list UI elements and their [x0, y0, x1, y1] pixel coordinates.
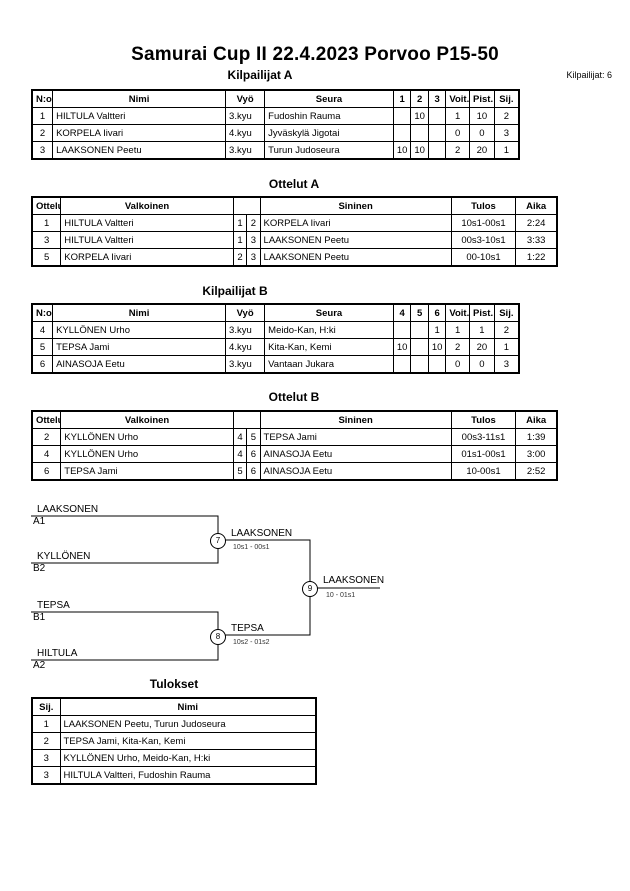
semi2-score: 10s2 - 01s2 — [233, 639, 270, 646]
cell: Vantaan Jukara — [264, 355, 394, 374]
cell: 2 — [31, 732, 61, 750]
cell: 6 — [31, 462, 62, 481]
bracket-entry-name: HILTULA — [37, 648, 78, 659]
cell: 3 — [246, 231, 261, 249]
table-row: 6 TEPSA Jami 5 6 AINASOJA Eetu 10-00s1 2… — [31, 462, 558, 481]
cell: 1 — [493, 141, 520, 160]
results-title: Tulokset — [149, 677, 199, 691]
cell: Kita-Kan, Kemi — [264, 338, 394, 356]
page-title: Samurai Cup II 22.4.2023 Porvoo P15-50 — [131, 44, 499, 65]
table-row: 6 AINASOJA Eetu 3.kyu Vantaan Jukara 0 0… — [31, 355, 520, 374]
semi2-winner: TEPSA — [231, 623, 264, 634]
table-row: 2 TEPSA Jami, Kita-Kan, Kemi — [31, 732, 317, 750]
cell: 3.kyu — [225, 141, 266, 160]
cell: 1 — [31, 715, 61, 733]
table-row: 4 KYLLÖNEN Urho 4 6 AINASOJA Eetu 01s1-0… — [31, 445, 558, 463]
final-score: 10 - 01s1 — [326, 592, 356, 599]
cell: 6 — [246, 445, 261, 463]
cell: 1:22 — [515, 248, 558, 267]
col-header: Nimi — [59, 697, 317, 716]
cell: 0 — [445, 355, 471, 374]
cell: KYLLÖNEN Urho, Meido-Kan, H:ki — [59, 749, 317, 767]
cell: 1 — [493, 338, 520, 356]
bracket-entry-pos: B1 — [33, 612, 46, 623]
cell: 00-10s1 — [450, 248, 517, 267]
cell: 3 — [493, 124, 520, 142]
cell: AINASOJA Eetu — [52, 355, 227, 374]
cell: 2:52 — [515, 462, 558, 481]
bracket-entry-name: KYLLÖNEN — [37, 551, 91, 562]
table-row: 3 HILTULA Valtteri, Fudoshin Rauma — [31, 766, 317, 785]
cell: 20 — [469, 141, 495, 160]
bracket-entry-pos: B2 — [33, 563, 46, 574]
table-row: 3 KYLLÖNEN Urho, Meido-Kan, H:ki — [31, 749, 317, 767]
table-row: 2 KYLLÖNEN Urho 4 5 TEPSA Jami 00s3-11s1… — [31, 428, 558, 446]
bracket-entry-name: LAAKSONEN — [37, 504, 99, 515]
col-header: Sij. — [31, 697, 61, 716]
results-table: Sij. Nimi 1 LAAKSONEN Peetu, Turun Judos… — [31, 697, 317, 785]
matches-b-table: Ottelu Valkoinen Sininen Tulos Aika 2 KY… — [31, 410, 558, 481]
competitors-count: Kilpailijat: 6 — [566, 70, 612, 80]
bracket-entry-pos: A2 — [33, 660, 46, 671]
cell: 3:00 — [515, 445, 558, 463]
bracket-entry-pos: A1 — [33, 516, 46, 527]
cell: 3 — [493, 355, 520, 374]
cell: 0 — [445, 124, 471, 142]
cell: 2 — [31, 124, 54, 142]
table-row: 5 KORPELA Iivari 2 3 LAAKSONEN Peetu 00-… — [31, 248, 558, 267]
cell: 3 — [246, 248, 261, 267]
cell: 3 — [31, 749, 61, 767]
table-row: 1 HILTULA Valtteri 3.kyu Fudoshin Rauma … — [31, 107, 520, 125]
cell: 4.kyu — [225, 338, 266, 356]
pool-a-title: Kilpailijat A — [227, 68, 293, 82]
cell: 5 — [232, 462, 248, 481]
semi1-winner: LAAKSONEN — [231, 528, 293, 539]
cell: AINASOJA Eetu — [259, 445, 452, 463]
table-row: 3 LAAKSONEN Peetu 3.kyu Turun Judoseura … — [31, 141, 520, 160]
cell: LAAKSONEN Peetu — [259, 231, 452, 249]
cell: 3 — [31, 231, 62, 249]
cell: KYLLÖNEN Urho — [60, 445, 234, 463]
cell: 01s1-00s1 — [450, 445, 517, 463]
cell: 3.kyu — [225, 355, 266, 374]
pool-a-table: N:o Nimi Vyö Seura 1 2 3 Voit. Pist. Sij… — [31, 89, 520, 160]
semi1-score: 10s1 - 00s1 — [233, 544, 270, 551]
cell: AINASOJA Eetu — [259, 462, 452, 481]
cell: Turun Judoseura — [264, 141, 394, 160]
table-row: 1 LAAKSONEN Peetu, Turun Judoseura — [31, 715, 317, 733]
matches-a-title: Ottelut A — [268, 177, 320, 191]
cell: 0 — [469, 124, 495, 142]
cell: HILTULA Valtteri, Fudoshin Rauma — [59, 766, 317, 785]
cell: 3 — [31, 766, 61, 785]
cell: 3:33 — [515, 231, 558, 249]
match-node: 9 — [302, 581, 318, 597]
cell: 3 — [31, 141, 54, 160]
cell: 6 — [246, 462, 261, 481]
table-header-row: Sij. Nimi — [31, 697, 317, 716]
pool-b-title: Kilpailijat B — [202, 284, 268, 298]
final-winner: LAAKSONEN — [323, 575, 385, 586]
table-row: 2 KORPELA Iivari 4.kyu Jyväskylä Jigotai… — [31, 124, 520, 142]
bracket-entry-name: TEPSA — [37, 600, 70, 611]
matches-a-table: Ottelu Valkoinen Sininen Tulos Aika 1 HI… — [31, 196, 558, 267]
table-row: 3 HILTULA Valtteri 1 3 LAAKSONEN Peetu 0… — [31, 231, 558, 249]
pool-b-table: N:o Nimi Vyö Seura 4 5 6 Voit. Pist. Sij… — [31, 303, 520, 374]
matches-b-title: Ottelut B — [268, 390, 320, 404]
match-node: 7 — [210, 533, 226, 549]
table-row: 5 TEPSA Jami 4.kyu Kita-Kan, Kemi 10 10 … — [31, 338, 520, 356]
cell: LAAKSONEN Peetu — [259, 248, 452, 267]
cell: TEPSA Jami — [60, 462, 234, 481]
match-node: 8 — [210, 629, 226, 645]
cell: Jyväskylä Jigotai — [264, 124, 394, 142]
cell: 4.kyu — [225, 124, 266, 142]
cell: TEPSA Jami, Kita-Kan, Kemi — [59, 732, 317, 750]
table-header-row: N:o Nimi Vyö Seura 4 5 6 Voit. Pist. Sij… — [31, 303, 520, 322]
cell: LAAKSONEN Peetu, Turun Judoseura — [59, 715, 317, 733]
